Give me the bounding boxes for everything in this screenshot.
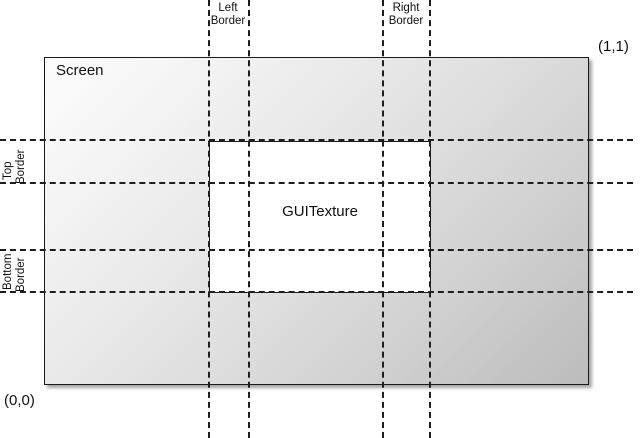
bottom-border-label-line1: Bottom: [2, 253, 14, 290]
guide-line-vertical-right-outer: [429, 0, 431, 438]
guide-line-vertical-left-inner: [248, 0, 250, 438]
guide-line-vertical-left-outer: [208, 0, 210, 438]
right-border-label-line1: Right: [392, 2, 420, 14]
guide-line-horizontal-bottom-inner: [0, 249, 633, 251]
coordinate-top-right: (1,1): [598, 38, 629, 55]
guide-line-horizontal-bottom-outer: [0, 291, 633, 293]
guide-line-horizontal-top-outer: [0, 139, 633, 141]
guide-line-horizontal-top-inner: [0, 182, 633, 184]
guide-line-vertical-right-inner: [382, 0, 384, 438]
left-border-label-line2: Border: [210, 14, 246, 27]
screen-label: Screen: [56, 62, 104, 79]
bottom-border-label: Bottom: [2, 254, 15, 290]
top-border-label-line1: Top: [2, 161, 14, 180]
top-border-label-line2: Border: [15, 149, 27, 184]
top-border-label: Top: [2, 161, 15, 180]
right-border-label-line2: Border: [388, 14, 424, 27]
right-border-label: Right Border: [368, 2, 444, 27]
guitexture-label: GUITexture: [282, 203, 358, 220]
top-border-label-second: Border: [15, 149, 28, 184]
left-border-label-line1: Left: [218, 2, 238, 14]
bottom-border-label-second: Border: [15, 257, 28, 292]
coordinate-bottom-left: (0,0): [4, 392, 35, 409]
left-border-label: Left Border: [190, 2, 266, 27]
bottom-border-label-line2: Border: [15, 257, 27, 292]
guitexture-rectangle: [209, 141, 431, 293]
